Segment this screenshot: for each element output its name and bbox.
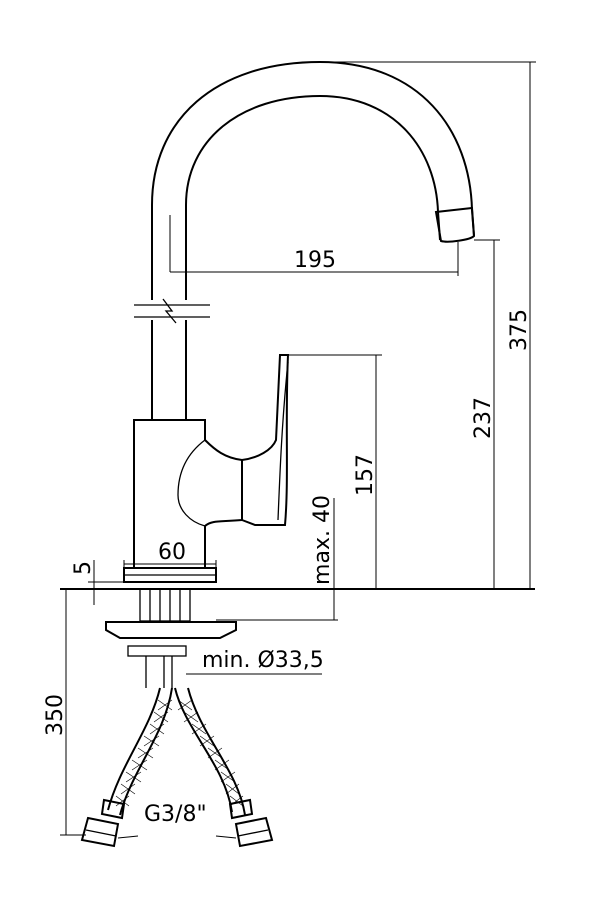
dimension-thread: G3/8": [144, 802, 207, 827]
dimension-lines: [60, 61, 536, 839]
base-and-deck: [60, 567, 535, 688]
flexible-hoses: [80, 687, 274, 848]
dimension-min-diameter: min. Ø33,5: [202, 648, 324, 673]
dimension-60: 60: [158, 540, 186, 565]
dimension-350: 350: [43, 694, 68, 736]
dimension-5: 5: [71, 561, 96, 575]
dimension-157: 157: [353, 454, 378, 496]
dimension-237: 237: [471, 397, 496, 439]
mixer-body: [133, 419, 243, 568]
dimension-195: 195: [294, 248, 336, 273]
dimension-max-40: max. 40: [310, 495, 335, 585]
dimension-375: 375: [507, 309, 532, 351]
lever-handle: [241, 354, 290, 526]
spout: [134, 60, 476, 420]
